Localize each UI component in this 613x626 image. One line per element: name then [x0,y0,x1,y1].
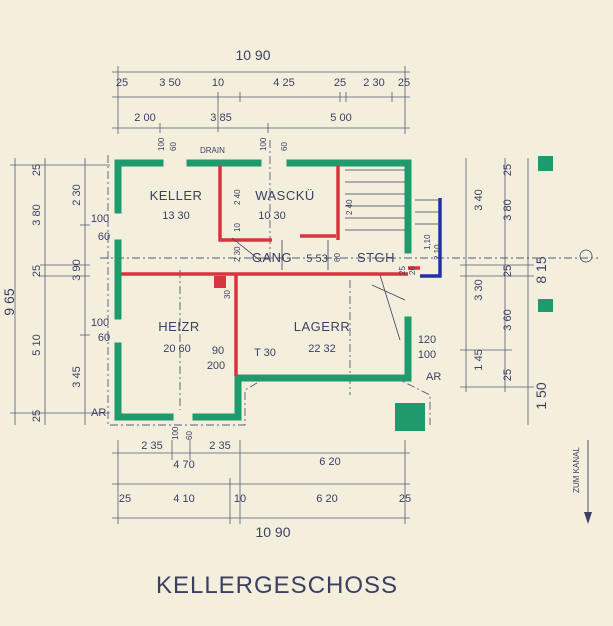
right-dim-9: 8 15 [533,256,549,283]
top-dim-1: 25 [116,77,128,89]
bottom-dim-8: 4 10 [173,493,194,505]
top-dim-6: 2 30 [363,77,384,89]
bottom-dim-5: 4 70 [173,459,194,471]
top-opening-4: 60 [280,142,289,151]
top-dimensions: 10 90 25 3 50 10 4 25 25 2 30 25 2 00 3 … [112,47,410,155]
right-dim-2: 3 30 [473,279,485,300]
top-dim-7: 25 [398,77,410,89]
left-dimensions: 9 65 25 3 80 25 5 10 25 2 30 3 90 3 45 1… [1,158,110,425]
left-opening-3: 100 [91,317,109,329]
wall-dim-10: 10 [233,223,242,232]
shaft-marker [395,403,425,431]
top-dim-2: 3 50 [159,77,180,89]
bottom-dim-4: 2 35 [209,440,230,452]
top-dim-4: 4 25 [273,77,294,89]
left-total: 9 65 [1,288,17,315]
door-100: 100 [418,349,436,361]
room-waschkueche-name: WASCKÜ [255,188,315,203]
room-heizraum-name: HEIZR [158,319,200,334]
top-opening-1: 100 [157,137,166,151]
bottom-dim-1: 2 35 [141,440,162,452]
right-dim-6: 25 [502,265,514,277]
foundation-outline [100,140,598,426]
top-dim-3: 10 [212,77,224,89]
door-200: 200 [207,360,225,372]
bottom-dim-7: 25 [119,493,131,505]
bottom-dim-3: 60 [185,431,194,440]
top-dim-8: 2 00 [134,112,155,124]
room-keller-name: KELLER [150,188,203,203]
room-lagerraum-name: LAGERR [294,319,350,334]
wall-dim-240: 2 40 [233,189,242,205]
marker-mid [538,299,553,312]
right-dim-4: 25 [502,164,514,176]
bottom-dim-9: 10 [234,493,246,505]
left-dim-2: 3 80 [31,204,43,225]
right-dim-3: 1 45 [473,349,485,370]
room-labels: KELLER 13 30 WASCKÜ 10 30 GANG 5 53 STGH… [150,188,395,355]
bottom-total: 10 90 [255,524,290,540]
left-dim-6: 2 30 [71,184,83,205]
ar-right: AR [426,371,441,383]
top-opening-3: 100 [259,137,268,151]
right-dim-7: 3 60 [502,309,514,330]
drain-label: DRAIN [200,146,225,155]
bottom-dim-6: 6 20 [319,456,340,468]
marker-top [538,156,553,171]
bottom-dim-2: 100 [171,426,180,440]
room-waschkueche-area: 10 30 [258,210,286,222]
door-90: 90 [212,345,224,357]
left-opening-1: 100 [91,213,109,225]
room-gang-area: 5 53 [306,253,327,265]
left-dim-5: 25 [31,410,43,422]
right-dim-1: 3 40 [473,189,485,210]
bottom-dim-10: 6 20 [316,493,337,505]
kanal-label: ZUM KANAL [572,447,581,493]
wall-dim-230: 2 30 [233,246,242,262]
room-lagerraum-area: 22 32 [308,343,336,355]
stair-dim-2: 2,10 [433,244,442,260]
left-opening-2: 60 [98,231,110,243]
right-dimensions: 3 40 3 30 1 45 25 3 80 25 3 60 25 8 15 1… [395,156,593,524]
right-dim-10: 1 50 [533,382,549,409]
left-opening-4: 60 [98,332,110,344]
top-dim-9: 3 85 [210,112,231,124]
plan-title: KELLERGESCHOSS [156,572,398,599]
left-dim-1: 25 [31,164,43,176]
stair-dim-1: 1,10 [423,234,432,250]
wall-dim-30: 30 [223,290,232,299]
left-dim-7: 3 90 [71,259,83,280]
left-dim-8: 3 45 [71,366,83,387]
bottom-dimensions: 2 35 100 60 2 35 4 70 6 20 25 4 10 10 6 … [112,426,411,540]
room-gang-name: GANG [252,250,292,265]
wall-dim-25: 25 [398,266,407,275]
room-stiegenhaus-name: STGH [357,250,395,265]
top-dim-5: 25 [334,77,346,89]
door-120: 120 [418,334,436,346]
ar-left: AR [91,407,106,419]
top-dim-10: 5 00 [330,112,351,124]
door-t30: T 30 [254,347,276,359]
top-total: 10 90 [235,47,270,63]
wall-dim-20: 20 [408,266,417,275]
room-heizraum-area: 20 60 [163,343,191,355]
left-dim-4: 5 10 [31,334,43,355]
top-opening-2: 60 [169,142,178,151]
misc-annotations: AR AR T 30 90 200 120 100 1,10 2,10 2 40… [91,189,442,419]
right-dim-8: 25 [502,369,514,381]
right-dim-5: 3 80 [502,199,514,220]
wall-dim-240b: 2 40 [345,199,354,215]
room-keller-area: 13 30 [162,210,190,222]
bottom-dim-11: 25 [399,493,411,505]
walls [114,159,442,421]
left-dim-3: 25 [31,265,43,277]
wall-dim-60b: 60 [333,253,342,262]
